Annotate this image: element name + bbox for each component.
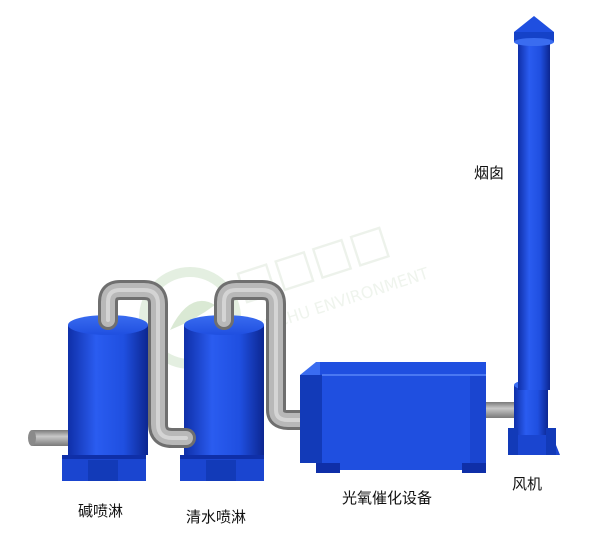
alkali-scrubber-label: 碱喷淋 (78, 502, 124, 520)
fan-label: 风机 (512, 475, 543, 493)
inlet-pipe (28, 430, 72, 446)
pipe-oxidation-to-fan (486, 402, 520, 418)
alkali-scrubber-tower (62, 315, 148, 481)
chimney-stack (514, 16, 554, 390)
fan-unit (508, 380, 560, 455)
chimney-label: 烟囱 (474, 164, 505, 182)
photo-oxidation-unit (300, 362, 486, 473)
pipe-water-to-oxidation (214, 280, 312, 430)
water-scrubber-tower (180, 315, 264, 481)
pipe-alkali-to-water (98, 280, 196, 448)
water-scrubber-label: 清水喷淋 (186, 508, 247, 526)
photo-oxidation-label: 光氧催化设备 (342, 489, 433, 507)
